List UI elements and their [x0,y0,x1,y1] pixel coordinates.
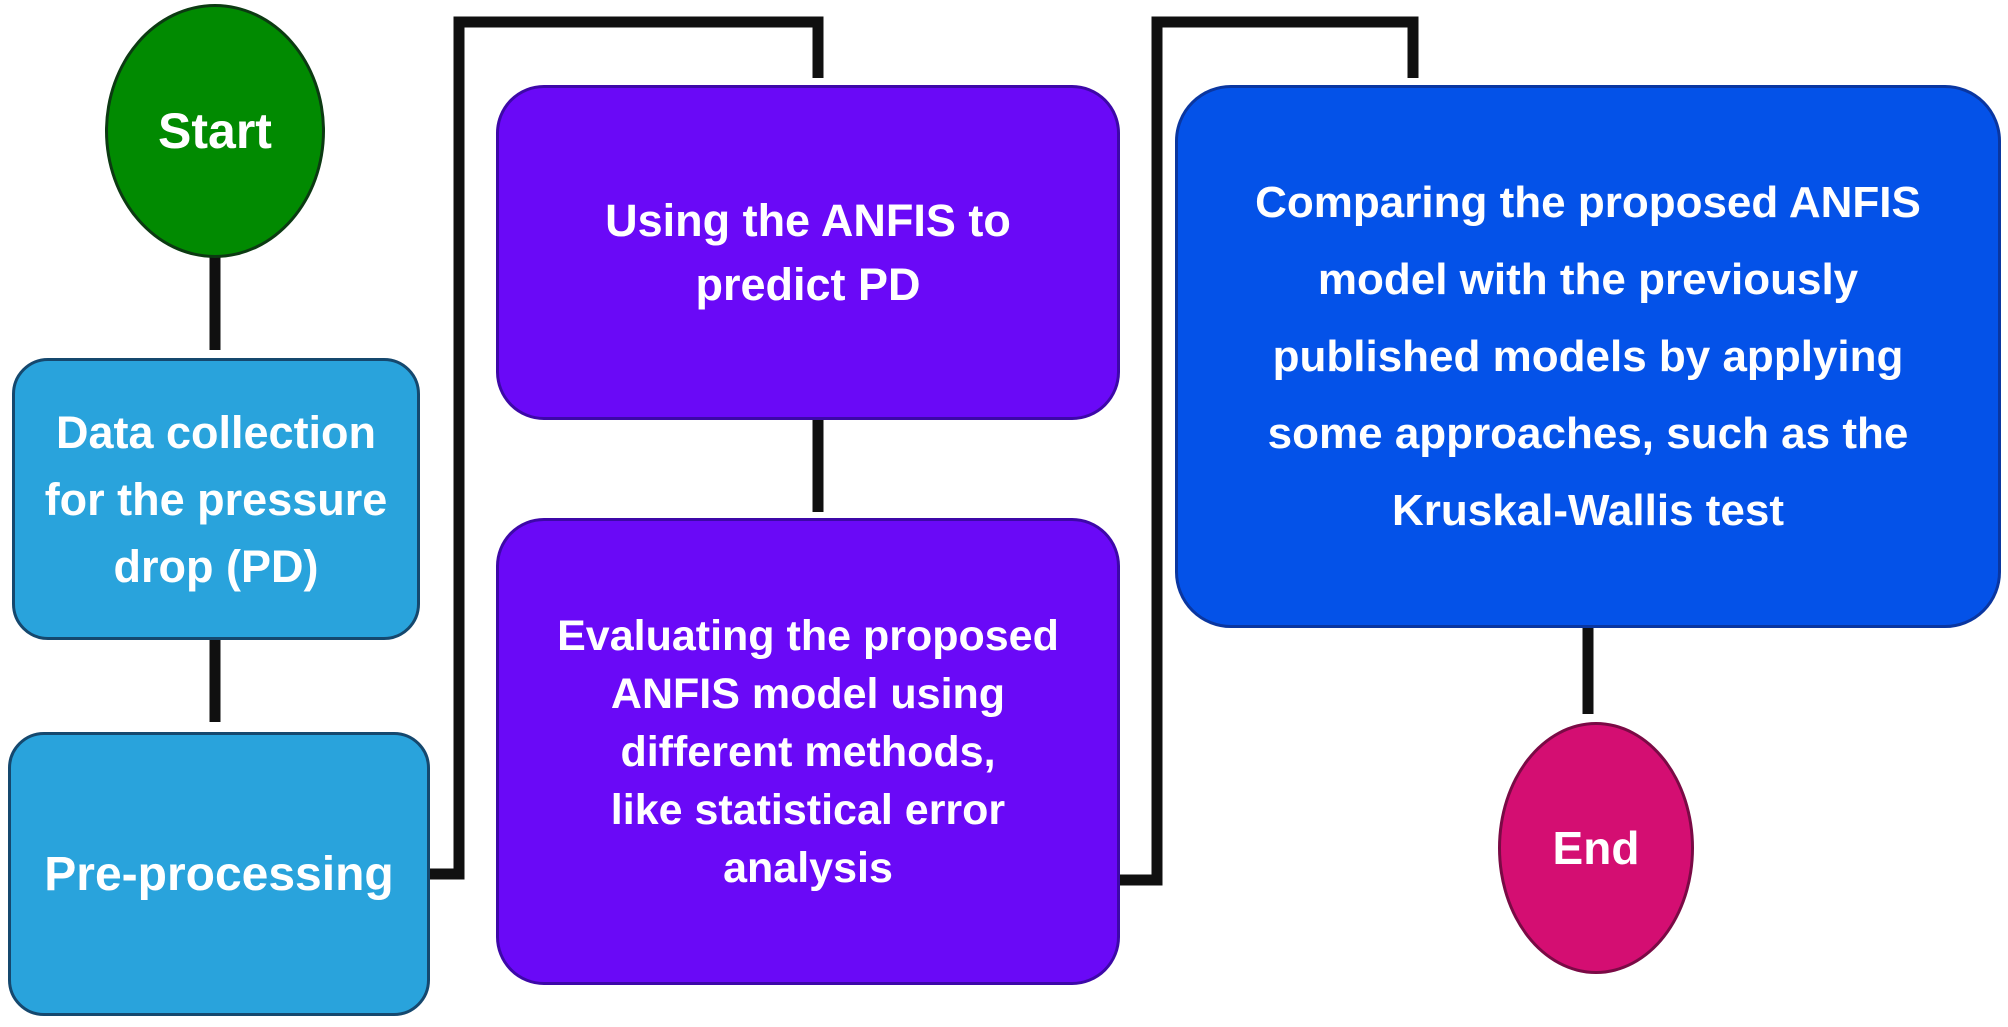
anfis-predict-label: Using the ANFIS to predict PD [605,194,1011,310]
pre-processing-label: Pre-processing [44,847,394,901]
compare-models-label: Comparing the proposed ANFIS model with … [1255,178,1921,535]
start-label: Start [158,103,272,159]
anfis-predict-process-node: Using the ANFIS to predict PD [496,85,1120,420]
pre-processing-process-node: Pre-processing [8,732,430,1016]
anfis-evaluate-label: Evaluating the proposed ANFIS model usin… [557,611,1059,892]
data-collection-label: Data collection for the pressure drop (P… [44,406,388,592]
compare-models-process-node: Comparing the proposed ANFIS model with … [1175,85,2001,628]
end-terminator-node: End [1498,722,1694,974]
anfis-evaluate-process-node: Evaluating the proposed ANFIS model usin… [496,518,1120,985]
end-label: End [1552,822,1640,874]
data-collection-process-node: Data collection for the pressure drop (P… [12,358,420,640]
start-terminator-node: Start [105,4,325,258]
